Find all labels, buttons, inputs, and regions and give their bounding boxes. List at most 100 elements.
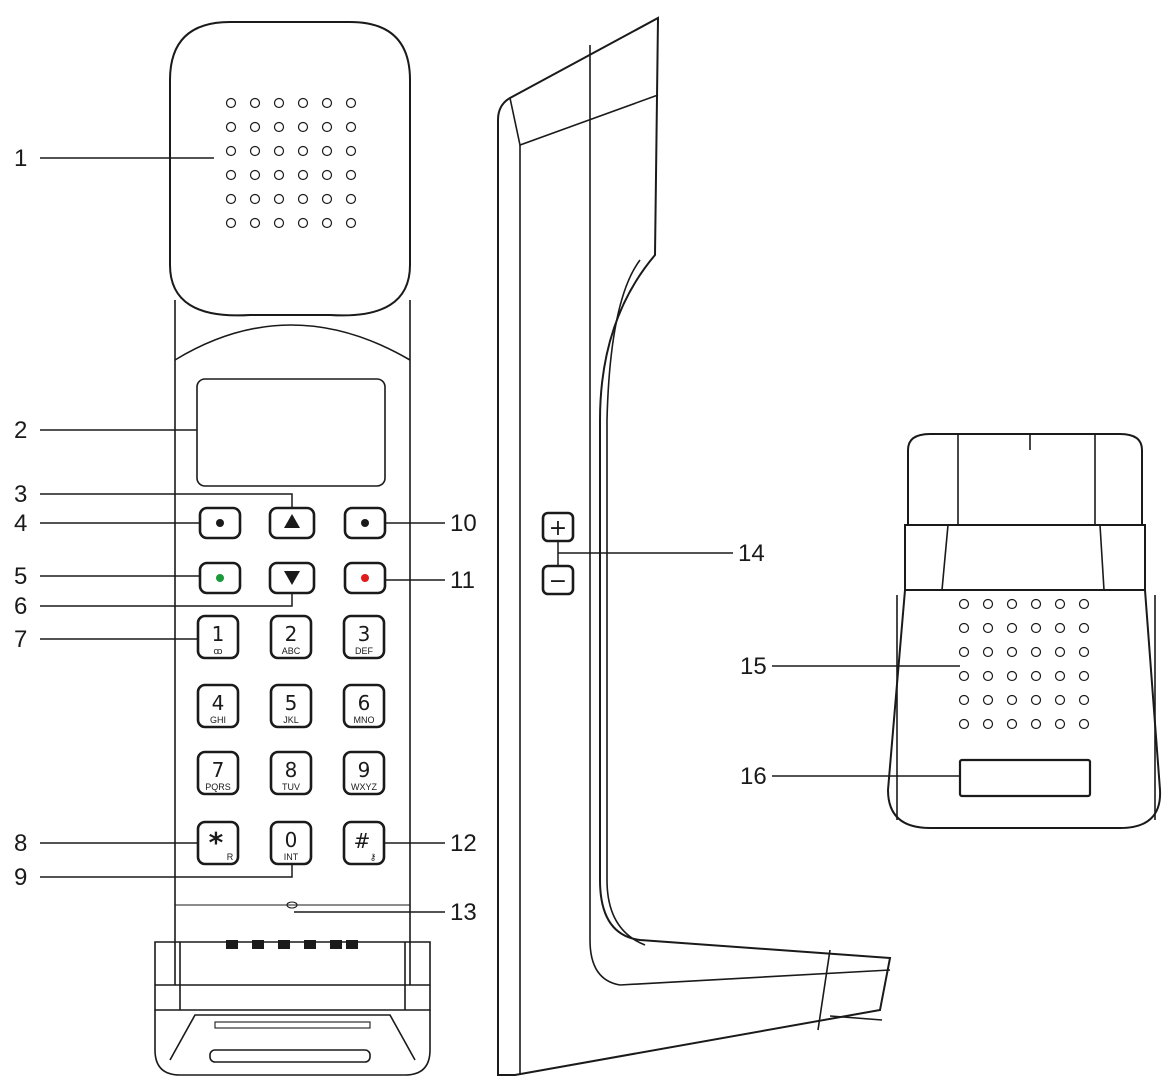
grille-hole [345,121,357,133]
grille-hole [1030,670,1042,682]
key-4[interactable] [196,683,240,729]
key-8[interactable] [269,750,313,796]
callout-9: 9 [14,864,27,891]
key-2[interactable] [269,614,313,660]
key-9-digit: 9 [358,758,371,782]
key-1[interactable] [196,614,240,660]
key-8-digit: 8 [285,758,298,782]
grille-hole [1030,598,1042,610]
grille-hole [321,145,333,157]
grille-hole [1078,670,1090,682]
grille-hole [321,97,333,109]
callout-6: 6 [14,593,27,620]
callout-12: 12 [450,830,477,857]
grille-hole [225,145,237,157]
grille-hole [297,169,309,181]
key-star-letters: R [227,852,234,862]
grille-hole [345,97,357,109]
grille-hole [958,598,970,610]
grille-hole [982,718,994,730]
key-6[interactable] [342,683,386,729]
grille-hole [345,169,357,181]
grille-hole [1054,598,1066,610]
grille-hole [1030,718,1042,730]
key-9[interactable] [342,750,386,796]
key-hash-digit: # [354,829,371,853]
grille-hole [1030,622,1042,634]
callout-3: 3 [14,481,27,508]
minus-icon: − [549,569,567,594]
key-5[interactable] [269,683,313,729]
key-0[interactable] [269,820,313,866]
callout-7: 7 [14,626,27,653]
key-2-digit: 2 [285,622,298,646]
grille-hole [1030,694,1042,706]
key-6-letters: MNO [354,715,375,725]
grille-hole [273,169,285,181]
grille-hole [1078,694,1090,706]
up-arrow-icon [284,514,300,528]
handset-front-view [154,21,431,1076]
grille-hole [1054,646,1066,658]
key-8-letters: TUV [282,782,300,792]
grille-hole [1054,670,1066,682]
grille-hole [249,145,261,157]
callout-1: 1 [14,145,27,172]
key-4-digit: 4 [212,691,225,715]
key-6-digit: 6 [358,691,371,715]
key-2-letters: ABC [282,646,301,656]
grille-hole [321,169,333,181]
grille-hole [982,670,994,682]
grille-hole [321,121,333,133]
grille-hole [345,217,357,229]
key-7-digit: 7 [212,758,225,782]
grille-hole [1078,622,1090,634]
grille-hole [345,193,357,205]
key-3-digit: 3 [358,622,371,646]
grille-hole [1006,622,1018,634]
grille-hole [982,694,994,706]
callout-2: 2 [14,417,27,444]
key-0-digit: 0 [285,828,298,852]
grille-hole [297,97,309,109]
grille-hole [958,670,970,682]
grille-hole [225,217,237,229]
grille-hole [297,145,309,157]
key-5-letters: JKL [283,715,299,725]
callout-labels: 1 2 3 4 5 6 7 8 9 10 11 12 13 14 15 16 [14,145,767,926]
callout-11: 11 [450,567,475,594]
grille-hole [297,193,309,205]
grille-hole [225,169,237,181]
grille-hole [1054,718,1066,730]
grille-hole [958,646,970,658]
numeric-keypad: 1 ꝏ 2 ABC 3 DEF 4 GHI 5 JKL 6 MNO 7 PQRS… [196,614,386,866]
key-7[interactable] [196,750,240,796]
callout-lines [40,157,960,913]
grille-hole [1078,718,1090,730]
callout-5: 5 [14,563,27,590]
key-0-letters: INT [284,852,299,862]
callout-15: 15 [740,653,767,680]
grille-hole [958,622,970,634]
green-dot-icon [216,574,224,582]
grille-hole [249,193,261,205]
grille-hole [297,121,309,133]
grille-hole [958,694,970,706]
mute-icon: ⚷ [370,852,377,862]
callout-13: 13 [450,899,477,926]
voicemail-icon: ꝏ [213,646,222,656]
grille-hole [1006,670,1018,682]
grille-hole [982,622,994,634]
grille-hole [1078,598,1090,610]
grille-hole [225,97,237,109]
key-1-digit: 1 [212,622,225,646]
grille-hole [1006,646,1018,658]
key-9-letters: WXYZ [351,782,378,792]
grille-hole [321,193,333,205]
key-3[interactable] [342,614,386,660]
grille-hole [273,217,285,229]
grille-hole [1006,694,1018,706]
grille-hole [273,97,285,109]
key-5-digit: 5 [285,691,298,715]
